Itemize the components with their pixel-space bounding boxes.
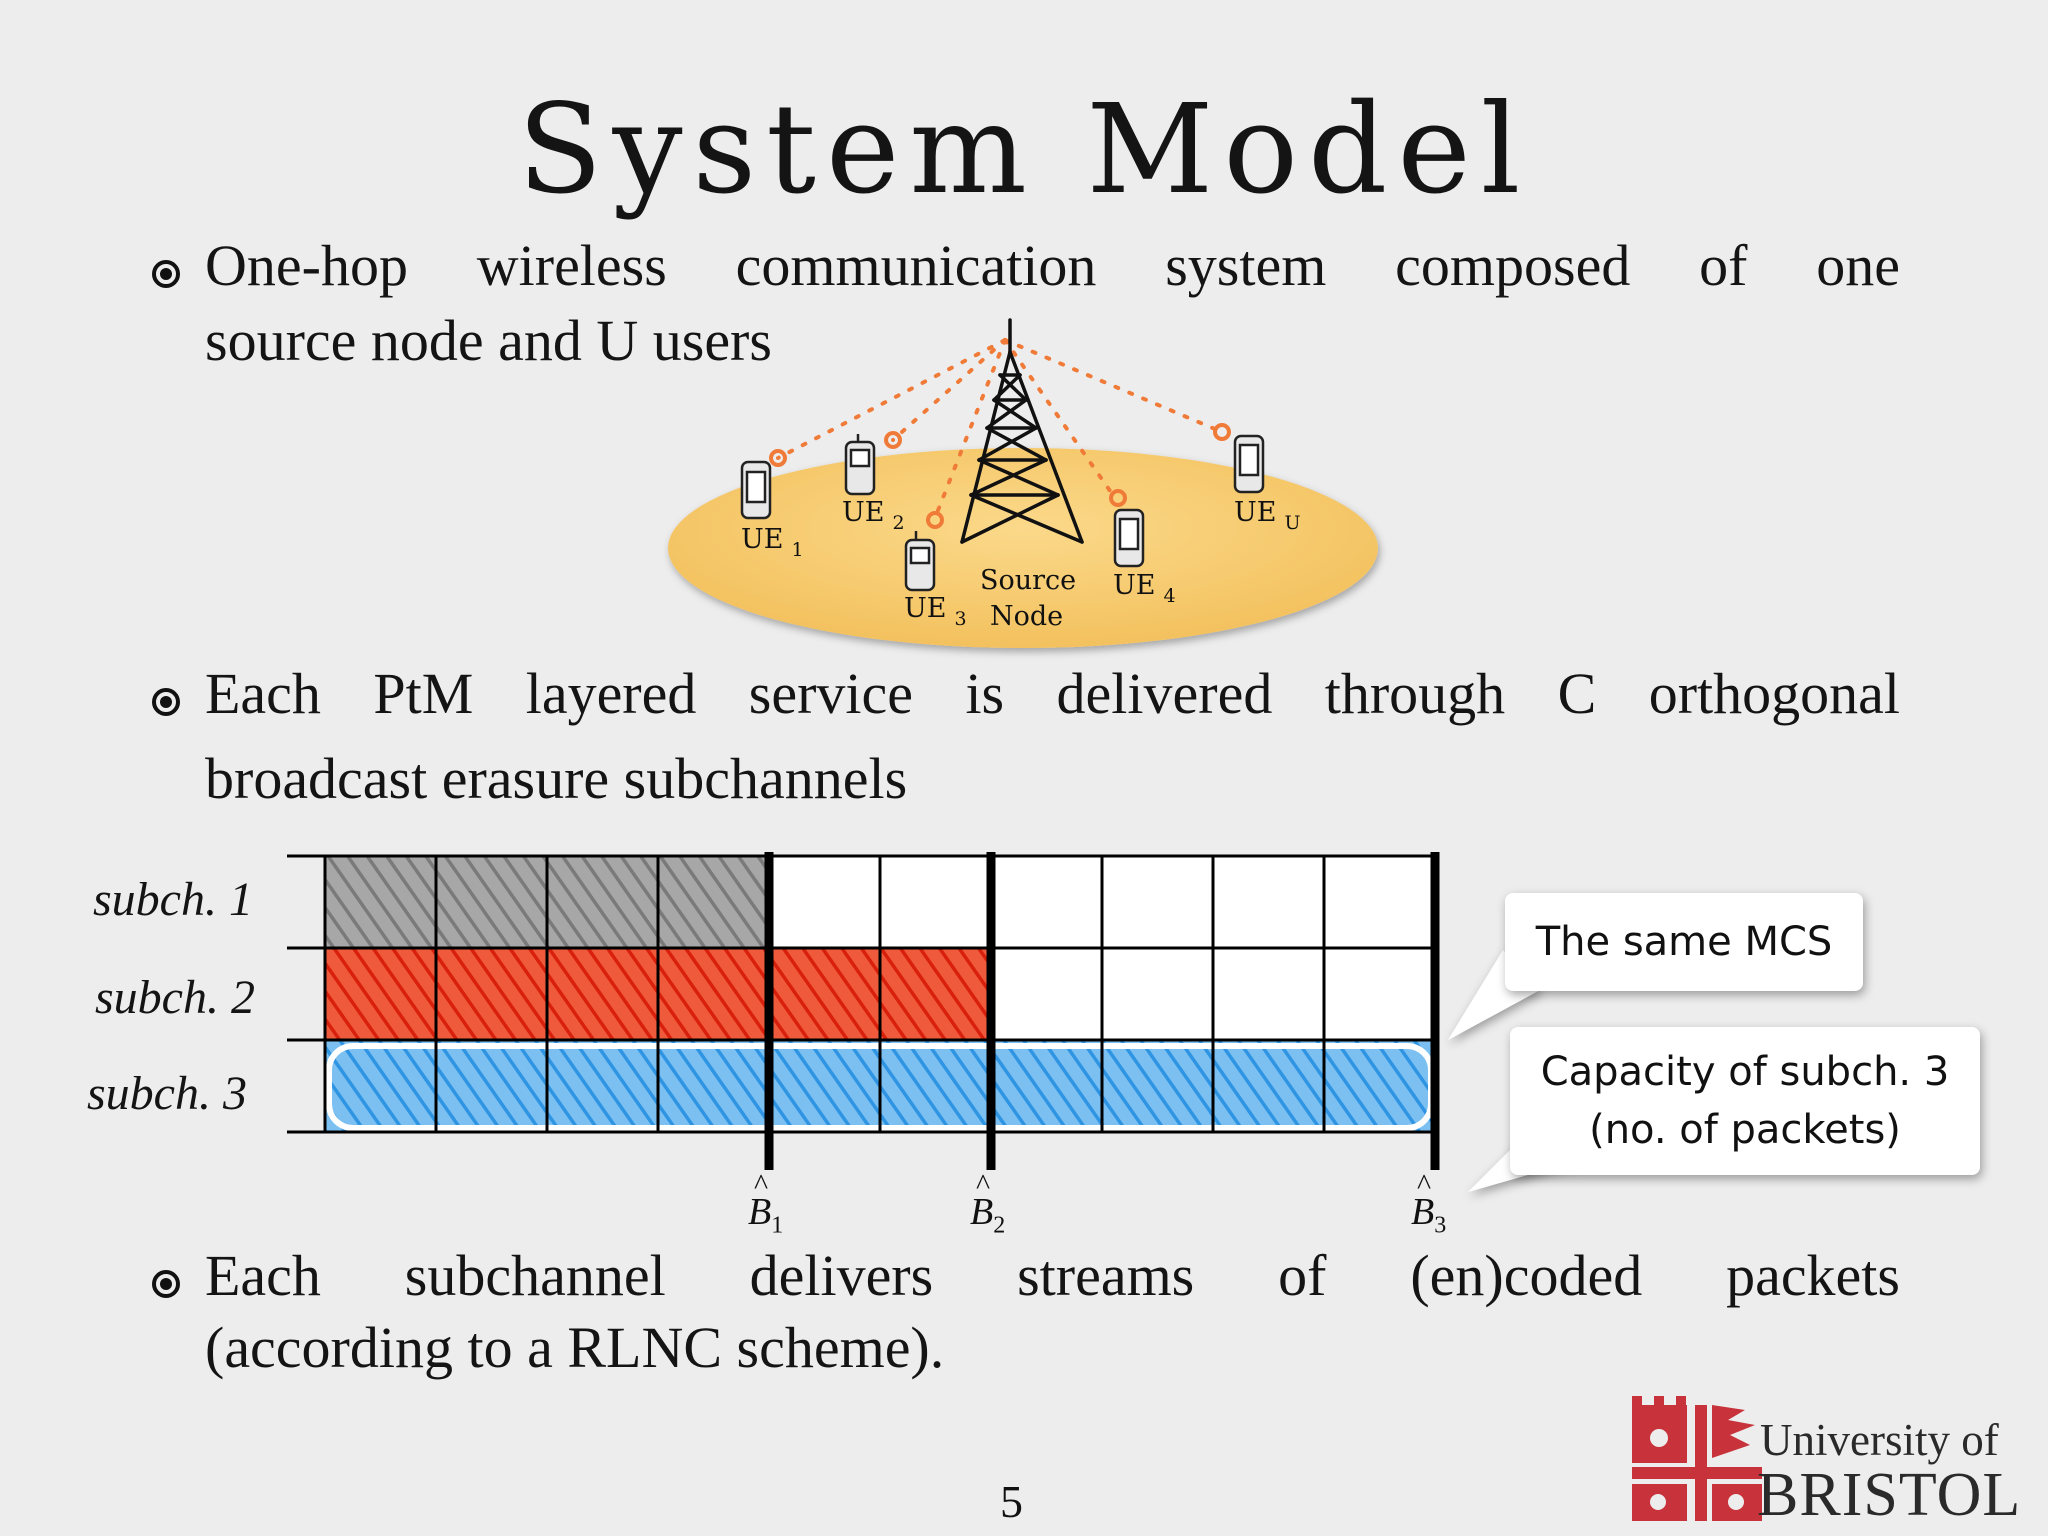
subch-3-capacity-outline: [326, 1043, 1434, 1131]
packet-slot-3-1: [325, 1040, 436, 1132]
packet-slot-3-8: [1102, 1040, 1213, 1132]
smartphone-icon: [740, 460, 772, 520]
packet-slot-2-7: [991, 948, 1102, 1040]
subch-3-label: subch. 3: [87, 1067, 247, 1120]
packet-slot-3-7: [991, 1040, 1102, 1132]
marker-b2-label: ^B2: [970, 1168, 1006, 1239]
packet-slot-1-5: [769, 856, 880, 948]
callout-same-mcs: The same MCS: [1505, 893, 1863, 991]
smartphone-icon: [1113, 508, 1145, 568]
packet-slot-3-2: [436, 1040, 547, 1132]
tower-icon: [960, 318, 1084, 544]
bullet-2-marker: [152, 688, 180, 716]
callout-same-mcs-text: The same MCS: [1535, 919, 1833, 965]
packet-slot-1-3: [547, 856, 658, 948]
packet-slot-1-6: [880, 856, 991, 948]
packet-slot-1-8: [1102, 856, 1213, 948]
packet-slot-2-9: [1213, 948, 1324, 1040]
subch-1-label: subch. 1: [93, 873, 253, 926]
packet-slot-2-4: [658, 948, 769, 1040]
packet-slot-2-1: [325, 948, 436, 1040]
logo-line-1: University of: [1760, 1415, 1999, 1465]
marker-b1-label: ^B1: [748, 1168, 784, 1239]
packet-slot-1-10: [1324, 856, 1435, 948]
source-node-label-2: Node: [990, 601, 1063, 632]
packet-slot-3-3: [547, 1040, 658, 1132]
callout-capacity-line-2: (no. of packets): [1589, 1107, 1901, 1153]
bullet-1-line-1: One-hop wireless communication system co…: [205, 233, 1900, 298]
packet-slot-1-9: [1213, 856, 1324, 948]
bullet-2-line-2: broadcast erasure subchannels: [205, 746, 908, 811]
coverage-ellipse: [668, 448, 1378, 648]
bullet-3-line-2: (according to a RLNC scheme).: [205, 1315, 945, 1380]
slide-title: System Model: [517, 78, 1531, 222]
page-number: 5: [1000, 1476, 1023, 1527]
packet-slot-3-4: [658, 1040, 769, 1132]
bullet-1-line-2: source node and U users: [205, 308, 772, 373]
packet-slot-1-4: [658, 856, 769, 948]
packet-slot-2-3: [547, 948, 658, 1040]
packet-slot-3-5: [769, 1040, 880, 1132]
smartphone-icon: [1233, 434, 1265, 494]
source-node-label-1: Source: [980, 565, 1076, 596]
signal-rings: [769, 423, 1231, 529]
bullet-3-line-1: Each subchannel delivers streams of (en)…: [205, 1243, 1900, 1308]
callout-capacity: Capacity of subch. 3 (no. of packets): [1510, 1027, 1980, 1175]
packet-slot-1-1: [325, 856, 436, 948]
packet-slot-2-6: [880, 948, 991, 1040]
callout-capacity-line-1: Capacity of subch. 3: [1540, 1049, 1950, 1095]
packet-slot-3-10: [1324, 1040, 1435, 1132]
wireless-links: [776, 338, 1224, 520]
packet-slot-2-8: [1102, 948, 1213, 1040]
bullet-1-marker: [152, 260, 180, 288]
packet-slot-2-5: [769, 948, 880, 1040]
feature-phone-icon: [904, 531, 936, 592]
feature-phone-icon: [844, 434, 876, 496]
packet-slot-1-2: [436, 856, 547, 948]
packet-slot-2-10: [1324, 948, 1435, 1040]
packet-slot-3-9: [1213, 1040, 1324, 1132]
logo-line-2: BRISTOL: [1757, 1461, 2022, 1529]
subch-2-label: subch. 2: [95, 971, 255, 1024]
bullet-2-line-1: Each PtM layered service is delivered th…: [205, 661, 1900, 726]
marker-b3-label: ^B3: [1411, 1168, 1447, 1239]
packet-slot-2-2: [436, 948, 547, 1040]
packet-slot-3-6: [880, 1040, 991, 1132]
bullet-3-marker: [152, 1270, 180, 1298]
packet-slot-1-7: [991, 856, 1102, 948]
